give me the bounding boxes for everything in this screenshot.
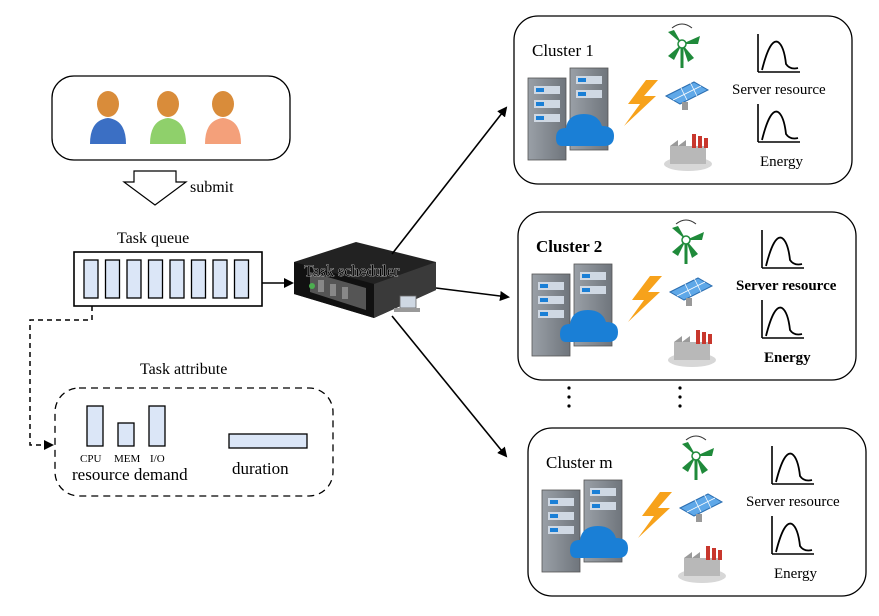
resource-demand-label: resource demand bbox=[72, 465, 188, 484]
queue-slot bbox=[104, 259, 121, 299]
server-resource-label: Server resource bbox=[736, 278, 837, 294]
task-attribute-box bbox=[54, 387, 334, 497]
dashed-connector bbox=[29, 306, 93, 446]
submit-label: submit bbox=[190, 179, 234, 196]
server-resource-label: Server resource bbox=[732, 82, 826, 98]
cluster-name: Cluster 1 bbox=[532, 41, 594, 60]
queue-slot bbox=[212, 259, 228, 299]
arrow-to-cluster-2 bbox=[435, 287, 510, 301]
server-rack-icon bbox=[541, 479, 629, 573]
server-resource-label: Server resource bbox=[746, 494, 840, 510]
scheduler-device-icon bbox=[294, 242, 436, 318]
queue-slot bbox=[126, 259, 142, 299]
energy-label: Energy bbox=[764, 350, 811, 366]
mem-label: MEM bbox=[114, 453, 141, 465]
cpu-label: CPU bbox=[80, 453, 101, 465]
arrow-to-cluster-1 bbox=[391, 106, 508, 255]
server-rack-icon bbox=[531, 263, 619, 357]
io-bar bbox=[148, 405, 166, 447]
queue-slot bbox=[190, 259, 207, 299]
scheduler-label: Task scheduler bbox=[304, 263, 400, 280]
queue-slots bbox=[83, 259, 250, 299]
dashed-arrow-head bbox=[44, 440, 54, 450]
energy-label: Energy bbox=[760, 154, 804, 170]
queue-slot bbox=[83, 259, 99, 299]
energy-label: Energy bbox=[774, 566, 818, 582]
users-group bbox=[51, 75, 291, 161]
arrow-to-cluster-m bbox=[391, 315, 508, 458]
queue-slot bbox=[147, 259, 164, 299]
cluster-name: Cluster m bbox=[546, 453, 613, 472]
cpu-bar bbox=[86, 405, 104, 447]
queue-slot bbox=[233, 259, 250, 299]
duration-bar bbox=[228, 433, 308, 449]
duration-label: duration bbox=[232, 459, 289, 478]
attribute-title: Task attribute bbox=[140, 361, 227, 378]
users-box bbox=[51, 75, 291, 161]
down-arrow-icon bbox=[122, 170, 188, 206]
ellipsis-icon bbox=[567, 386, 682, 408]
cluster-name: Cluster 2 bbox=[536, 237, 602, 256]
queue-title: Task queue bbox=[117, 230, 189, 247]
io-label: I/O bbox=[150, 453, 165, 465]
queue-slot bbox=[169, 259, 185, 299]
mem-bar bbox=[117, 422, 135, 447]
server-rack-icon bbox=[527, 67, 615, 161]
task-queue-box bbox=[73, 251, 263, 307]
